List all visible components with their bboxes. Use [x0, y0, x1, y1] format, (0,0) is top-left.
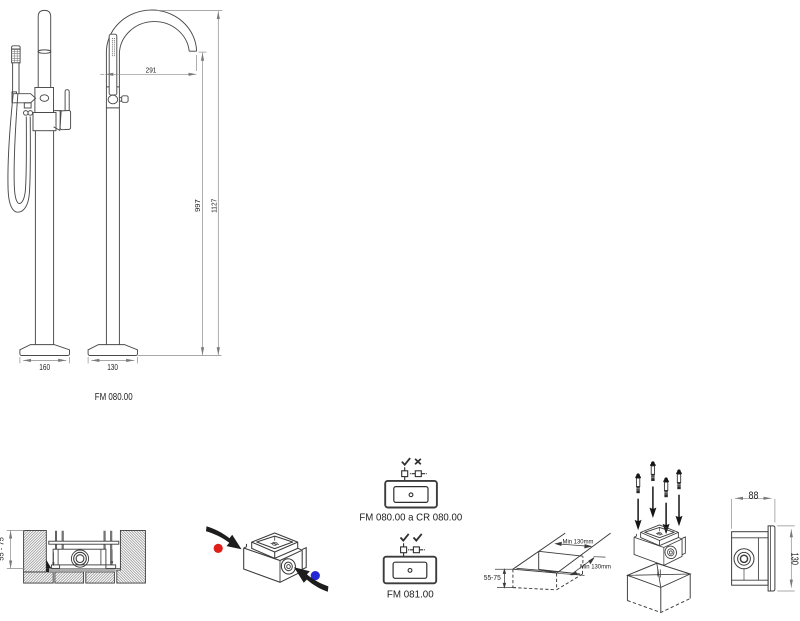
svg-text:1127: 1127: [209, 199, 218, 213]
svg-text:FM 080.00 a CR 080.00: FM 080.00 a CR 080.00: [359, 512, 462, 524]
svg-text:55-75: 55-75: [484, 573, 501, 582]
svg-text:130: 130: [107, 363, 118, 372]
svg-text:997: 997: [193, 199, 202, 212]
svg-text:291: 291: [146, 66, 157, 75]
svg-text:88: 88: [749, 490, 759, 502]
svg-text:160: 160: [39, 363, 50, 372]
svg-text:FM 080.00: FM 080.00: [95, 391, 133, 403]
svg-text:130: 130: [789, 552, 800, 565]
svg-text:Min 130mm: Min 130mm: [580, 563, 611, 570]
svg-text:55 - 75: 55 - 75: [0, 537, 6, 561]
svg-text:FM 081.00: FM 081.00: [387, 589, 434, 601]
svg-text:Min 130mm: Min 130mm: [563, 538, 594, 545]
